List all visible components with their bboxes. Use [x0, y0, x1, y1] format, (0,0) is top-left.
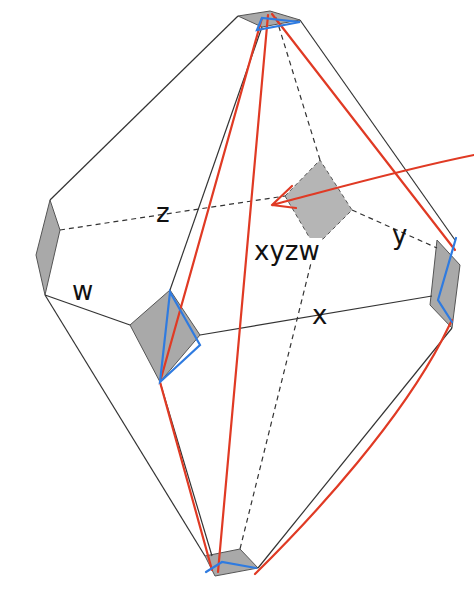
hidden-edge [275, 14, 320, 160]
blue-mark [257, 18, 300, 30]
handwritten-label: x [312, 302, 327, 328]
edge [45, 295, 205, 556]
red-path [272, 14, 455, 250]
handwritten-label: z [156, 200, 170, 226]
blue-mark [438, 238, 456, 322]
red-path [218, 15, 268, 572]
edge [300, 20, 455, 240]
red-path [160, 18, 262, 570]
hidden-edge [240, 247, 315, 549]
edge [200, 296, 432, 335]
blue-mark [160, 292, 200, 382]
blue-mark [206, 562, 256, 572]
red-arrow [272, 155, 474, 208]
vertex-face [205, 549, 258, 576]
vertex-face [430, 240, 460, 328]
edge [50, 16, 238, 200]
hidden-edge [352, 210, 437, 248]
handwritten-label: y [392, 222, 407, 248]
handwritten-label: xyzw [252, 238, 322, 264]
edge [258, 328, 452, 568]
vertex-face [285, 160, 352, 247]
handwritten-label: w [72, 278, 93, 304]
red-path [255, 320, 452, 574]
vertex-face [36, 200, 60, 295]
